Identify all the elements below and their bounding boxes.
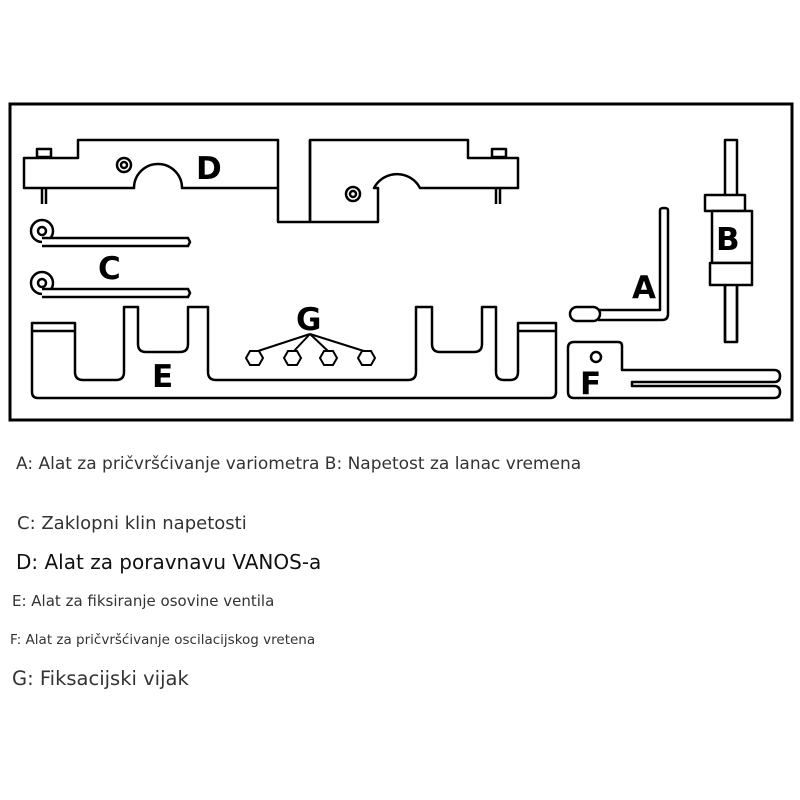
tool-kit-diagram: D C E G A B bbox=[8, 102, 794, 422]
tool-a-variometer-fixing bbox=[568, 206, 670, 323]
tool-b-chain-tensioner bbox=[703, 138, 754, 344]
caption-f: F: Alat za pričvršćivanje oscilacijskog … bbox=[10, 632, 316, 648]
tool-g-fixing-bolts bbox=[244, 333, 377, 366]
tool-c-tension-pins bbox=[29, 218, 192, 299]
label-e: E bbox=[152, 359, 173, 395]
label-f: F bbox=[580, 366, 601, 402]
label-b: B bbox=[716, 222, 740, 258]
caption-g: G: Fiksacijski vijak bbox=[12, 667, 189, 690]
label-c: C bbox=[98, 251, 121, 287]
label-a: A bbox=[632, 270, 656, 306]
tool-e-camshaft-lock bbox=[30, 305, 558, 400]
caption-d: D: Alat za poravnavu VANOS-a bbox=[16, 550, 322, 574]
label-d: D bbox=[196, 151, 222, 187]
caption-e: E: Alat za fiksiranje osovine ventila bbox=[12, 592, 275, 610]
label-g: G bbox=[296, 302, 321, 338]
case-frame bbox=[8, 102, 794, 422]
tool-f-spindle-fixing bbox=[566, 340, 782, 400]
caption-a-b: A: Alat za pričvršćivanje variometra B: … bbox=[16, 454, 582, 474]
tool-d-vanos-alignment bbox=[22, 138, 520, 224]
caption-c: C: Zaklopni klin napetosti bbox=[17, 513, 247, 534]
